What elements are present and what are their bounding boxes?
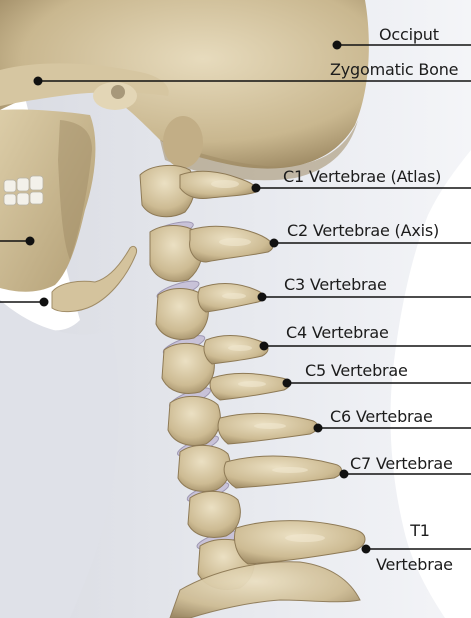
dot-hyoid (40, 298, 49, 307)
label-t1-line2: Vertebrae (376, 556, 453, 574)
label-c3-vertebrae: C3 Vertebrae (284, 276, 387, 294)
dot-zygomatic (34, 77, 43, 86)
dot-c1 (252, 184, 261, 193)
dot-t1 (362, 545, 371, 554)
mastoid (163, 116, 203, 168)
label-c2-vertebrae: C2 Vertebrae (Axis) (287, 222, 439, 240)
label-c6-vertebrae: C6 Vertebrae (330, 408, 433, 426)
dot-c7 (340, 470, 349, 479)
label-occiput: Occiput (379, 26, 439, 44)
joint-socket (111, 85, 125, 99)
label-t1-line1: T1 (405, 522, 435, 540)
label-c1-vertebrae: C1 Vertebrae (Atlas) (283, 168, 441, 186)
dot-c5 (283, 379, 292, 388)
dot-c3 (258, 293, 267, 302)
dot-c4 (260, 342, 269, 351)
dot-occiput (333, 41, 342, 50)
label-zygomatic-bone: Zygomatic Bone (330, 61, 458, 79)
label-c5-vertebrae: C5 Vertebrae (305, 362, 408, 380)
label-c7-vertebrae: C7 Vertebrae (350, 455, 453, 473)
dot-mandible (26, 237, 35, 246)
label-c4-vertebrae: C4 Vertebrae (286, 324, 389, 342)
dot-c2 (270, 239, 279, 248)
dot-c6 (314, 424, 323, 433)
